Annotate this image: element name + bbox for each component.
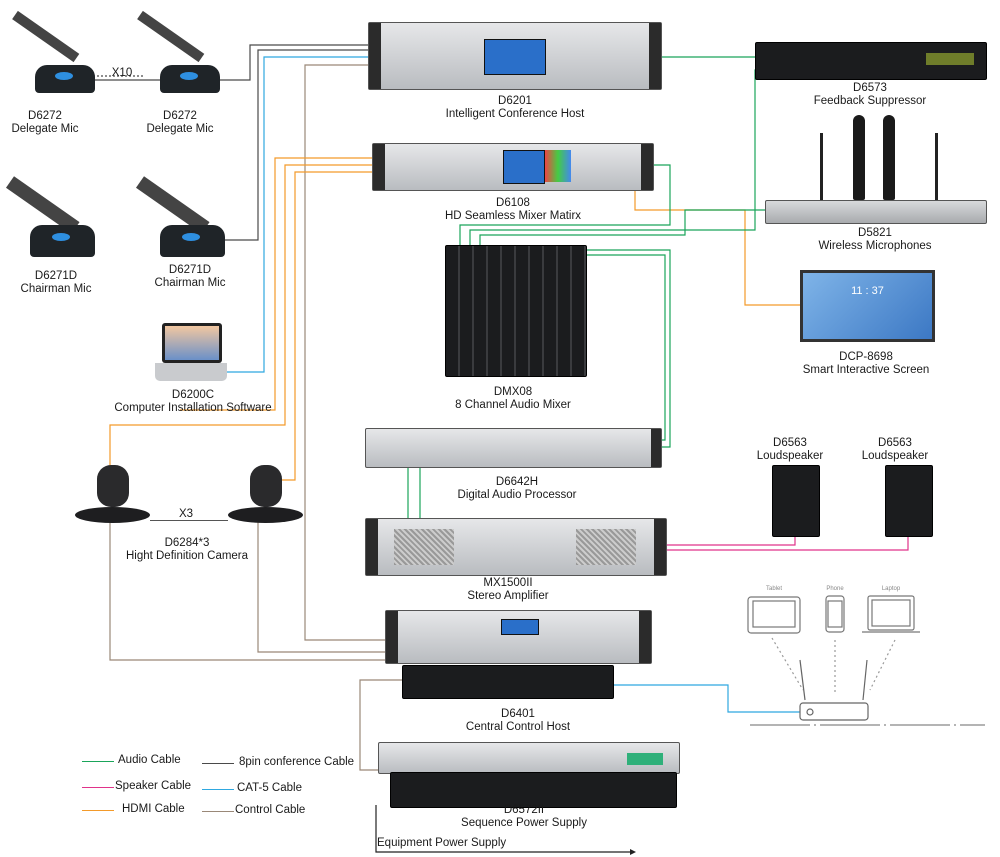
eightpin-cable (210, 49, 375, 241)
power-supply-rear-image (390, 772, 677, 808)
chairman-mic-1-image (5, 170, 95, 260)
control-cable (304, 64, 385, 641)
antenna (935, 133, 938, 201)
router-icon (799, 659, 869, 721)
speaker-cable (665, 535, 909, 551)
control-host-expansion-image (402, 665, 614, 699)
cat5-cable (225, 56, 375, 373)
legend-control: Control Cable (235, 804, 306, 816)
mic-count: X10 (111, 67, 133, 79)
mixer-matrix-image (372, 143, 654, 191)
audio-cable (459, 164, 671, 250)
legend-swatch-audio (82, 761, 114, 762)
wifi-link (771, 637, 804, 691)
laptop-image (162, 323, 222, 363)
camera-count: X3 (178, 508, 194, 520)
legend-swatch-speaker (82, 787, 114, 788)
legend-audio: Audio Cable (118, 754, 181, 766)
screen-clock: 11 : 37 (851, 285, 884, 297)
laptop-client-label: Laptop (881, 586, 901, 592)
audio-processor-image (365, 428, 662, 468)
delegate-mic-2-image (137, 10, 220, 95)
control-host-image (385, 610, 652, 664)
legend-cat5: CAT-5 Cable (237, 782, 302, 794)
legend-swatch-control (202, 811, 234, 812)
power-output-line (375, 805, 630, 853)
delegate-mic-1-image (12, 10, 95, 95)
amplifier-image (365, 518, 667, 576)
tablet-icon (747, 596, 801, 634)
wireless-receiver-image (765, 200, 987, 224)
antenna (820, 133, 823, 201)
speaker-cable (665, 535, 796, 546)
chairman-mic-2-image (135, 170, 225, 260)
camera-link (150, 520, 228, 521)
legend-swatch-cat5 (202, 789, 234, 790)
laptop-base (155, 363, 227, 381)
hdmi-cable (180, 157, 375, 411)
power-output-label: Equipment Power Supply (377, 837, 507, 849)
camera-2-image (228, 465, 303, 525)
power-supply-image (378, 742, 680, 774)
loudspeaker-1-image (772, 465, 820, 537)
wireless-mic-handheld-1 (853, 115, 865, 200)
loudspeaker-2-image (885, 465, 933, 537)
audio-cable (479, 209, 765, 250)
interactive-screen-image: 11 : 37 (800, 270, 935, 342)
audio-mixer-image (445, 245, 587, 377)
hdmi-cable (265, 171, 375, 481)
conference-host-image (368, 22, 662, 90)
control-cable (109, 520, 385, 661)
tablet-label: Tablet (765, 586, 783, 592)
arrow-icon (630, 849, 636, 855)
cat5-cable (585, 684, 800, 713)
phone-icon (825, 595, 845, 633)
audio-cable (585, 254, 666, 441)
legend-8pin: 8pin conference Cable (239, 756, 355, 768)
phone-label: Phone (826, 586, 844, 592)
control-cable (257, 520, 385, 653)
camera-1-image (75, 465, 150, 525)
audio-cable (580, 249, 671, 448)
control-cable (359, 679, 410, 771)
laptop-icon (862, 595, 920, 633)
legend-speaker: Speaker Cable (115, 780, 192, 792)
wifi-link (869, 639, 896, 691)
legend-swatch-8pin (202, 763, 234, 764)
hdmi-cable (109, 164, 375, 470)
wireless-mic-handheld-2 (883, 115, 895, 200)
feedback-suppressor-image (755, 42, 987, 80)
legend-swatch-hdmi (82, 810, 114, 811)
legend-hdmi: HDMI Cable (122, 803, 185, 815)
